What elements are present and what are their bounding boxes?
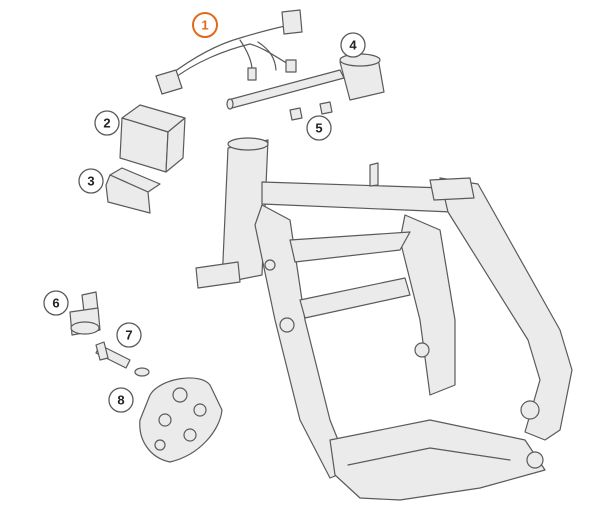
- callout-1: 1: [192, 12, 218, 38]
- ignition-coil: [226, 53, 385, 121]
- callout-4: 4: [340, 32, 366, 58]
- cylinder-head: [139, 377, 223, 463]
- callout-1-label: 1: [201, 18, 208, 33]
- spark-plug-connector: [69, 291, 101, 336]
- callout-6-label: 6: [52, 296, 59, 311]
- callout-5: 5: [306, 115, 332, 141]
- rubber-holder: [105, 167, 161, 214]
- callout-8-label: 8: [117, 393, 124, 408]
- callout-2: 2: [94, 110, 120, 136]
- callout-6: 6: [43, 290, 69, 316]
- seal-ring: [134, 367, 150, 377]
- callout-3: 3: [78, 168, 104, 194]
- frame: [195, 137, 573, 501]
- callout-5-label: 5: [315, 121, 322, 136]
- callout-3-label: 3: [87, 174, 94, 189]
- callout-2-label: 2: [103, 116, 110, 131]
- spark-plug: [95, 341, 131, 369]
- wiring-harness: [155, 9, 303, 95]
- callout-4-label: 4: [349, 38, 357, 53]
- callout-7: 7: [116, 322, 142, 348]
- callout-7-label: 7: [125, 328, 132, 343]
- control-unit: [119, 104, 186, 173]
- callout-8: 8: [108, 387, 134, 413]
